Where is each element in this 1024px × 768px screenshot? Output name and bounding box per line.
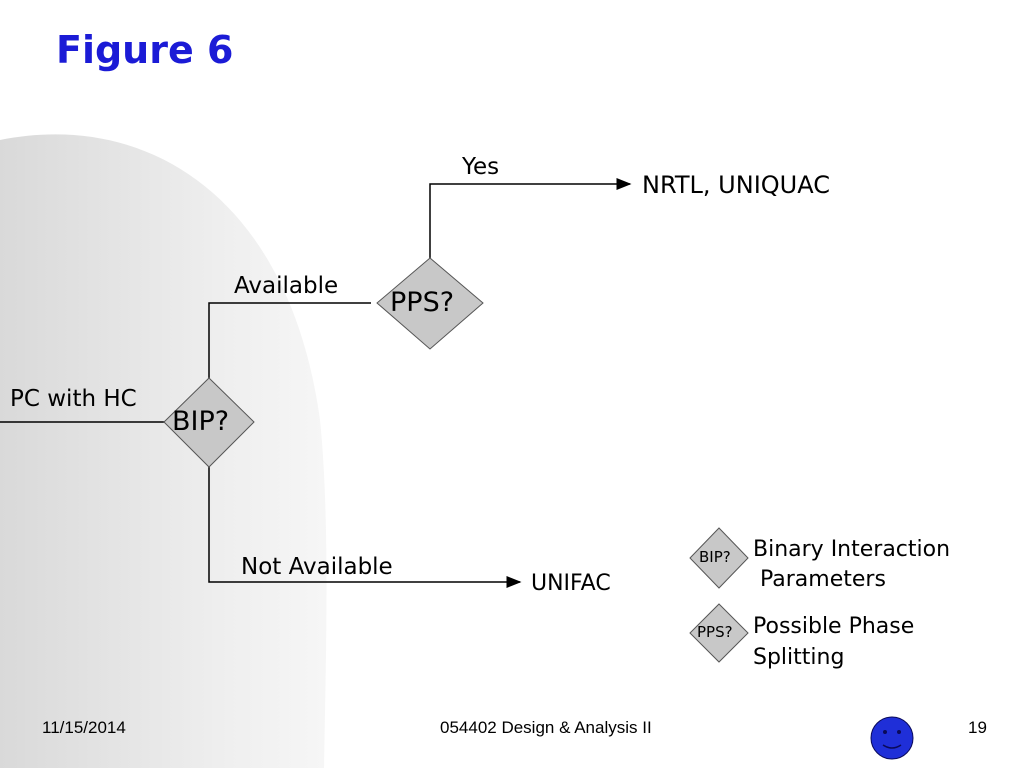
edge-available-label: Available	[234, 273, 339, 299]
bip-decision-label: BIP?	[172, 406, 230, 437]
legend-bip-diamond	[689, 527, 749, 589]
legend-bip-desc-line1: Binary Interaction	[753, 537, 951, 562]
pps-decision-diamond	[376, 257, 484, 350]
start-label: PC with HC	[10, 386, 137, 412]
legend-bip-desc-line2: Parameters	[753, 567, 886, 592]
edge-not-available-label: Not Available	[241, 554, 393, 580]
footer-date: 11/15/2014	[42, 718, 126, 737]
not-available-connector	[208, 466, 522, 588]
footer-course: 054402 Design & Analysis II	[440, 718, 652, 737]
result-top-label: NRTL, UNIQUAC	[642, 171, 830, 199]
slide-title: Figure 6	[56, 28, 234, 72]
legend-pps-symbol: PPS?	[697, 623, 733, 641]
legend-bip-symbol: BIP?	[699, 548, 731, 566]
edge-yes-label: Yes	[462, 154, 500, 180]
footer-page-number: 19	[968, 718, 987, 737]
available-connector	[208, 302, 371, 378]
bip-decision-diamond	[163, 377, 255, 468]
smiley-icon	[870, 716, 914, 760]
legend-pps-desc-line2: Splitting	[753, 645, 845, 670]
pps-decision-label: PPS?	[390, 287, 455, 318]
legend-pps-desc-line1: Possible Phase	[753, 614, 915, 639]
result-bottom-label: UNIFAC	[531, 571, 611, 596]
yes-connector	[429, 178, 632, 258]
legend-pps-diamond	[689, 603, 749, 663]
